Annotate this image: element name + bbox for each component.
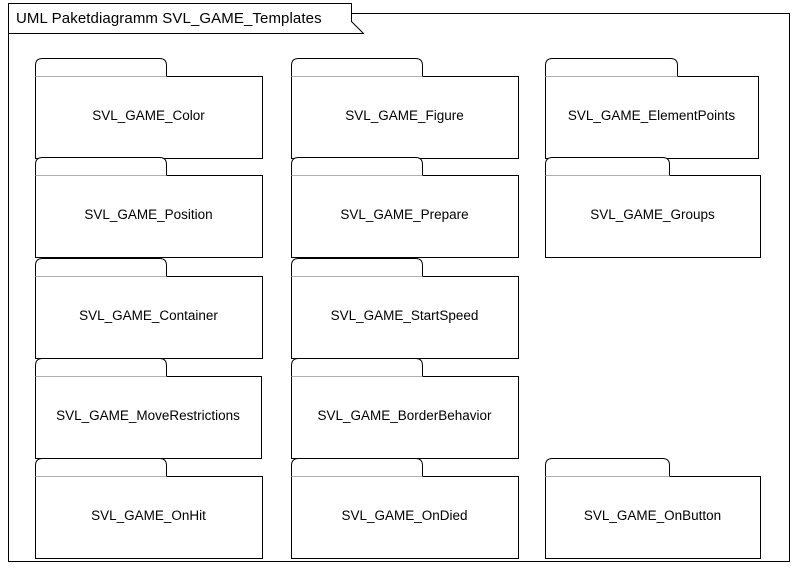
package-folder-shape [35,58,263,159]
package-label: SVL_GAME_OnHit [91,508,206,523]
package-label: SVL_GAME_OnDied [341,508,468,523]
package-folder-shape [291,58,519,159]
package-node[interactable]: SVL_GAME_Figure [291,58,519,159]
package-node[interactable]: SVL_GAME_OnDied [291,458,519,559]
diagram-title-tab: UML Paketdiagramm SVL_GAME_Templates [8,3,364,34]
package-node[interactable]: SVL_GAME_Position [35,157,263,258]
package-folder-shape [291,157,519,258]
package-label: SVL_GAME_Groups [590,207,715,222]
page-title: UML Paketdiagramm SVL_GAME_Templates [16,10,322,27]
package-node[interactable]: SVL_GAME_OnHit [35,458,263,559]
package-node[interactable]: SVL_GAME_Color [35,58,263,159]
package-outline [291,258,519,359]
package-label: SVL_GAME_Position [84,207,213,222]
package-folder-shape [545,157,761,258]
package-label: SVL_GAME_BorderBehavior [317,408,492,423]
diagram-title-tab-shape [8,3,364,34]
package-node[interactable]: SVL_GAME_StartSpeed [291,258,519,359]
package-outline [291,157,519,258]
package-folder-shape [35,358,262,459]
package-outline [35,258,263,359]
package-outline [35,58,263,159]
package-label: SVL_GAME_ElementPoints [567,108,736,123]
package-label: SVL_GAME_Figure [345,108,464,123]
package-folder-shape [35,157,263,258]
package-outline [291,358,519,459]
package-folder-shape [545,458,761,559]
package-outline [545,458,761,559]
package-label: SVL_GAME_Container [79,308,218,323]
package-folder-shape [35,458,263,559]
package-label: SVL_GAME_OnButton [583,508,722,523]
package-label: SVL_GAME_Prepare [340,207,469,222]
package-outline [291,458,519,559]
package-label: SVL_GAME_MoveRestrictions [56,408,240,423]
package-folder-shape [545,58,759,159]
package-outline [291,58,519,159]
package-folder-shape [291,358,519,459]
package-folder-shape [291,258,519,359]
package-node[interactable]: SVL_GAME_Groups [545,157,761,258]
package-node[interactable]: SVL_GAME_Container [35,258,263,359]
package-label: SVL_GAME_Color [92,108,205,123]
package-node[interactable]: SVL_GAME_OnButton [545,458,761,559]
package-outline [545,157,761,258]
package-label: SVL_GAME_StartSpeed [330,308,479,323]
package-node[interactable]: SVL_GAME_Prepare [291,157,519,258]
package-node[interactable]: SVL_GAME_ElementPoints [545,58,759,159]
package-folder-shape [35,258,263,359]
package-node[interactable]: SVL_GAME_MoveRestrictions [35,358,262,459]
package-outline [35,458,263,559]
package-outline [35,157,263,258]
package-outline [545,58,759,159]
package-folder-shape [291,458,519,559]
package-outline [35,358,262,459]
package-node[interactable]: SVL_GAME_BorderBehavior [291,358,519,459]
